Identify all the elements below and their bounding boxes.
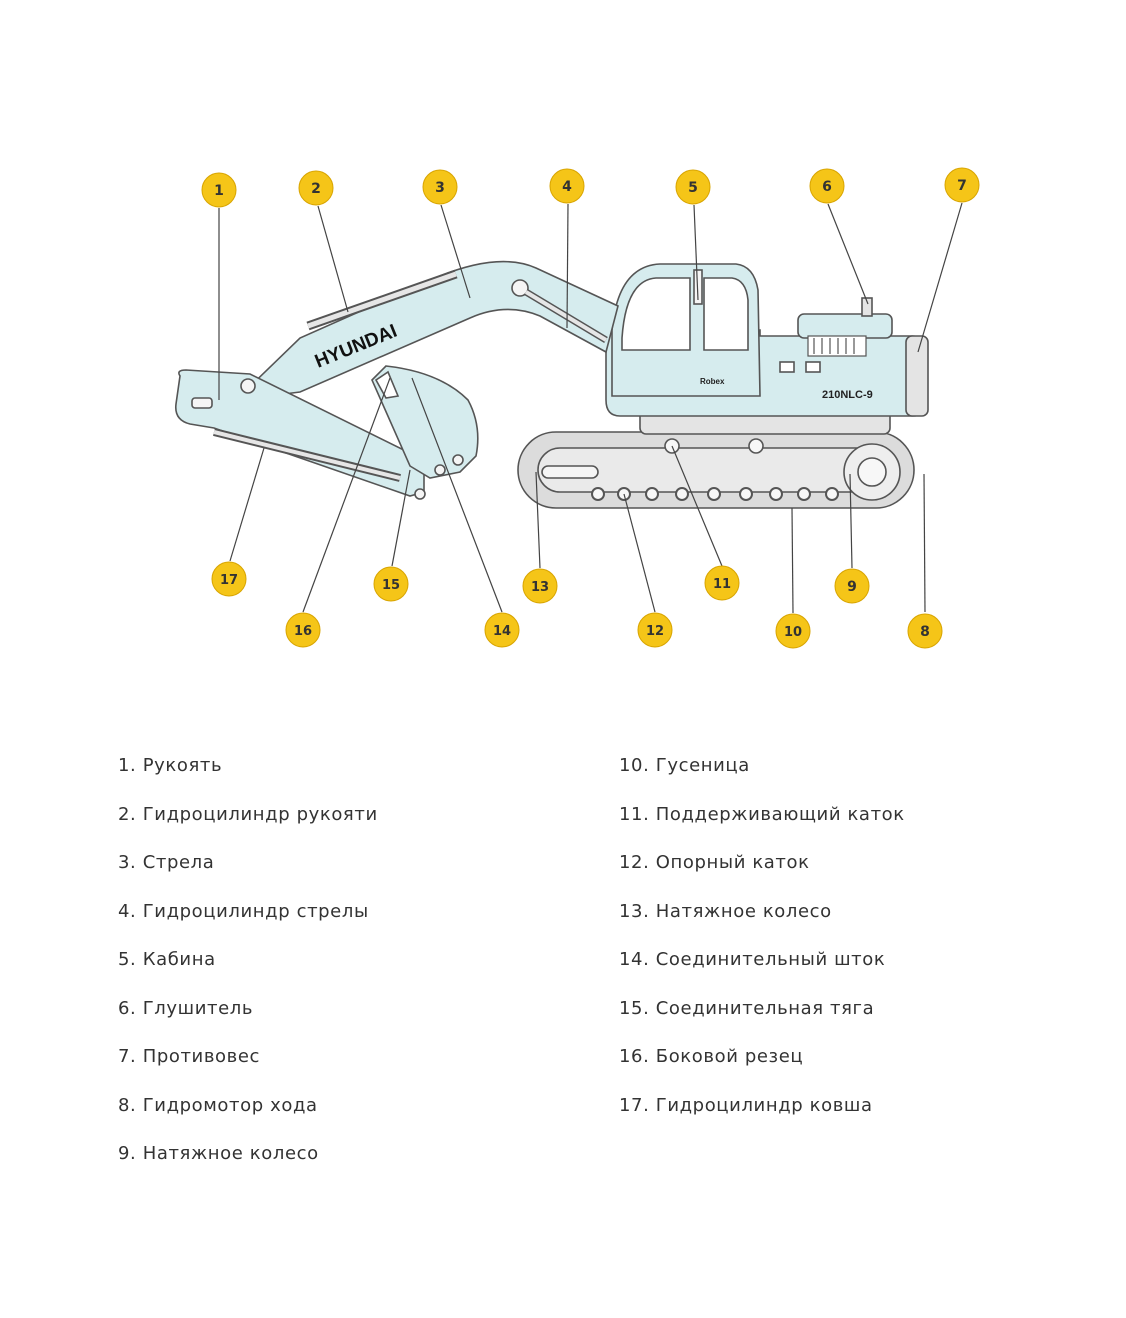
body-panel xyxy=(805,361,821,373)
model-label: 210NLC-9 xyxy=(822,389,873,401)
marker-2 xyxy=(298,170,334,206)
marker-label-6: 6 xyxy=(822,179,832,195)
marker-7 xyxy=(944,167,980,203)
marker-label-7: 7 xyxy=(957,178,967,194)
robex-logo: Robex xyxy=(700,377,725,386)
upper-structure: 210NLC-9 Robex xyxy=(605,263,929,435)
legend-item: 7. Противовес xyxy=(118,1046,261,1067)
link-pin xyxy=(434,464,446,476)
carrier-roller xyxy=(748,438,764,454)
marker-10 xyxy=(775,613,811,649)
marker-label-2: 2 xyxy=(311,181,321,197)
marker-9 xyxy=(834,568,870,604)
legend-item: 6. Глушитель xyxy=(118,997,254,1019)
bucket xyxy=(371,365,479,479)
engine-grille xyxy=(807,335,867,357)
legend-item: 11. Поддерживающий каток xyxy=(619,803,905,825)
legend-item: 14. Соединительный шток xyxy=(619,949,886,970)
legend-item: 10. Гусеница xyxy=(619,755,750,776)
marker-1 xyxy=(201,172,237,208)
marker-12 xyxy=(637,612,673,648)
legend-list-right: 10. Гусеница 11. Поддерживающий каток 12… xyxy=(619,750,905,1138)
marker-label-9: 9 xyxy=(847,579,857,595)
bucket-cylinder-rod xyxy=(213,430,401,480)
cab-window xyxy=(621,277,691,351)
marker-17 xyxy=(211,561,247,597)
marker-label-4: 4 xyxy=(562,179,572,195)
marker-5 xyxy=(675,169,711,205)
legend-item: 5. Кабина xyxy=(118,949,216,970)
front-attachment: HYUNDAI xyxy=(174,260,619,500)
marker-label-12: 12 xyxy=(646,624,664,639)
marker-14 xyxy=(484,612,520,648)
legend-item: 2. Гидроцилиндр рукояти xyxy=(118,803,378,825)
marker-11 xyxy=(704,565,740,601)
boom-pin xyxy=(511,279,529,297)
excavator-diagram: 210NLC-9 Robex HYUNDAI xyxy=(174,167,980,649)
legend-item: 1. Рукоять xyxy=(118,755,223,776)
legend-item: 3. Стрела xyxy=(118,852,215,873)
marker-label-14: 14 xyxy=(493,624,511,639)
marker-15 xyxy=(373,566,409,602)
body-panel xyxy=(779,361,795,373)
legend-item: 13. Натяжное колесо xyxy=(619,900,832,922)
legend-item: 9. Натяжное колесо xyxy=(118,1143,319,1164)
marker-8 xyxy=(907,613,943,649)
legend-item: 12. Опорный каток xyxy=(619,852,810,873)
marker-label-17: 17 xyxy=(220,573,238,588)
arm-pin xyxy=(240,378,256,394)
marker-label-8: 8 xyxy=(920,624,930,640)
marker-13 xyxy=(522,568,558,604)
arm-cylinder-rod xyxy=(307,271,457,329)
marker-label-1: 1 xyxy=(214,183,224,199)
link-pin xyxy=(414,488,426,500)
marker-label-3: 3 xyxy=(435,180,445,196)
engine-hood xyxy=(797,313,893,339)
marker-label-10: 10 xyxy=(784,625,802,640)
boom-cylinder-rod xyxy=(524,290,608,342)
marker-6 xyxy=(809,168,845,204)
marker-label-13: 13 xyxy=(531,580,549,595)
muffler xyxy=(861,297,873,317)
track-rollers xyxy=(591,487,839,501)
drive-hub xyxy=(857,457,887,487)
counterweight xyxy=(905,335,929,417)
legend-item: 4. Гидроцилиндр стрелы xyxy=(118,900,369,922)
track-assembly xyxy=(517,431,915,509)
marker-label-11: 11 xyxy=(713,577,731,592)
marker-label-16: 16 xyxy=(294,624,312,639)
leader-lines xyxy=(218,202,963,614)
marker-label-15: 15 xyxy=(382,578,400,593)
arm-slot xyxy=(191,397,213,409)
marker-3 xyxy=(422,169,458,205)
track-slot xyxy=(541,465,599,479)
marker-label-5: 5 xyxy=(688,180,698,196)
link-pin xyxy=(452,454,464,466)
marker-4 xyxy=(549,168,585,204)
marker-16 xyxy=(285,612,321,648)
legend-item: 15. Соединительная тяга xyxy=(619,997,875,1019)
legend-item: 16. Боковой резец xyxy=(619,1046,804,1067)
legend-item: 8. Гидромотор хода xyxy=(118,1094,318,1116)
legend-list-left: 1. Рукоять 2. Гидроцилиндр рукояти 3. Ст… xyxy=(118,750,378,1187)
cab-window xyxy=(703,277,749,351)
legend-item: 17. Гидроцилиндр ковша xyxy=(619,1094,873,1116)
